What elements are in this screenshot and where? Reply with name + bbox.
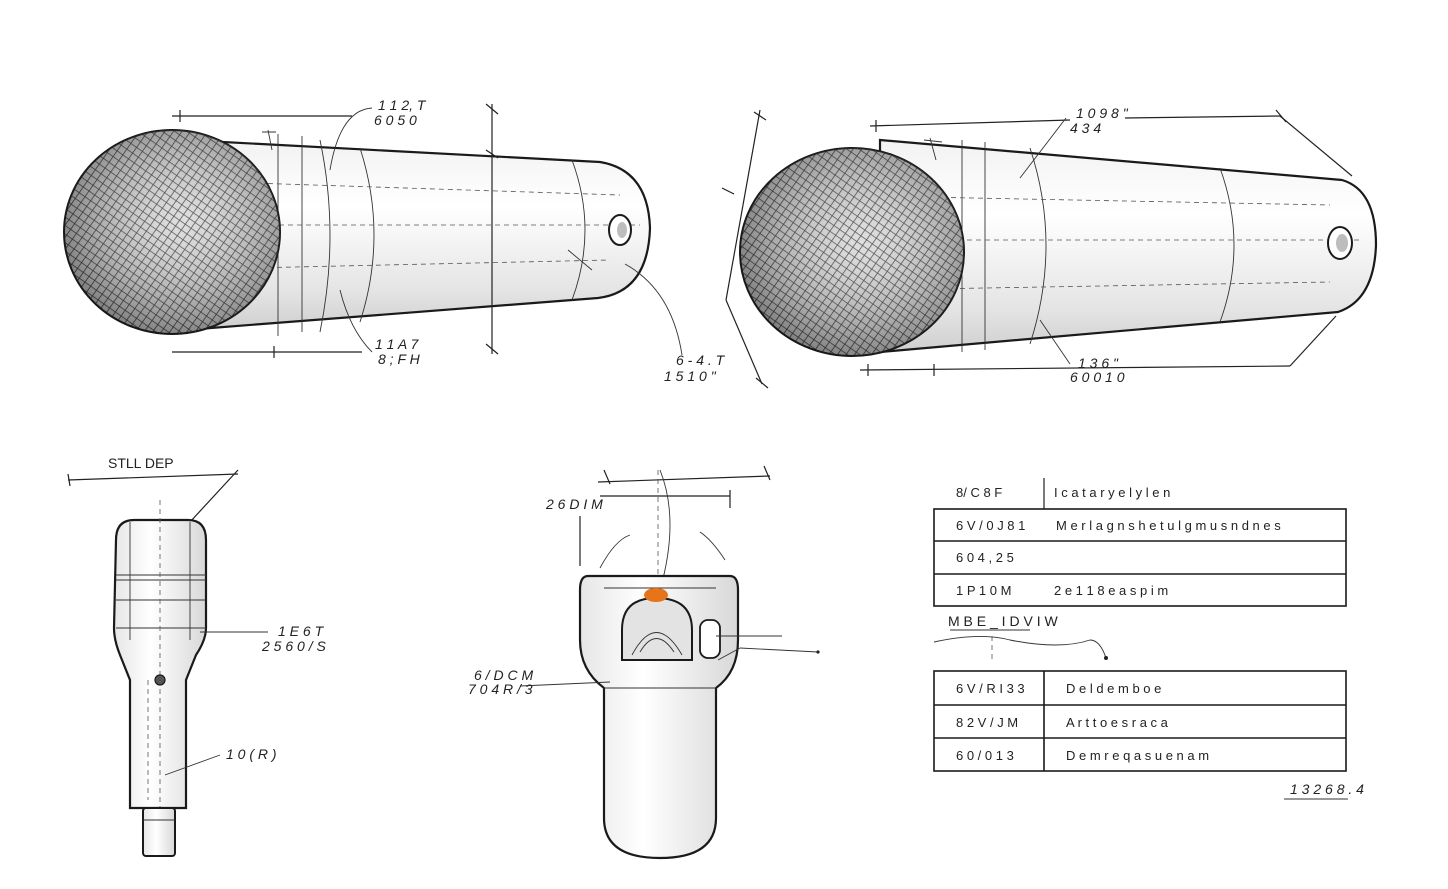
- mic-body: [878, 138, 1378, 354]
- spec-table-2: 6 V / R I 3 3 D e l d e m b o e 8 2 V / …: [933, 670, 1347, 772]
- dim-label-bottom-1: 1 1 A 7: [375, 336, 420, 352]
- spec-1-row-0-code: 8/ C 8 F: [956, 485, 1002, 500]
- spec-2-row-1-desc: A r t t o e s r a c a: [1066, 715, 1169, 730]
- mic-end-cavity: [621, 596, 693, 661]
- dim-label-top: 2 6 D I M: [545, 496, 603, 512]
- dim-label-left-2: 7 0 4 R / 3: [468, 681, 533, 697]
- spec-1-row-0-desc: I c a t a r y e l y l e n: [1054, 485, 1170, 500]
- side-elevation-view: STLL DEP 1 E 6 T 2 5 6 0 / S 1 0 ( R ): [67, 455, 326, 860]
- dim-label-bottom-2: 8 ; F H: [378, 351, 421, 367]
- spec-2-row-2-desc: D e m r e q a s u e n a m: [1066, 748, 1209, 763]
- spec-1-row-3-code: 1 P 1 0 M: [956, 583, 1011, 598]
- sheet-ref-label: 1 3 2 6 8 . 4: [1290, 781, 1364, 797]
- dim-label-top-1: 1 1 2, T: [378, 97, 427, 113]
- sheet-reference: 1 3 2 6 8 . 4: [1284, 781, 1364, 800]
- top-left-mic-view: 1 1 2, T 6 0 5 0 1 1 A 7 8 ; F H 6 - 4 .…: [63, 97, 726, 384]
- section-label: M B E _ I D V I W: [948, 613, 1058, 629]
- dim-label-left-1: 6 / D C M: [474, 667, 533, 683]
- spec-1-row-2-code: 6 0 4 , 2 5: [956, 550, 1014, 565]
- mic-end-switch: [699, 619, 721, 659]
- mic-end-indicator: [644, 588, 668, 602]
- section-callout: M B E _ I D V I W: [933, 613, 1108, 662]
- spec-1-row-3-desc: 2 e 1 1 8 e a s p i m: [1054, 583, 1168, 598]
- dim-label-mid-2: 2 5 6 0 / S: [261, 638, 326, 654]
- spec-2-row-0-code: 6 V / R I 3 3: [956, 681, 1025, 696]
- mic-body: [183, 138, 652, 332]
- spec-1-row-1-code: 6 V / 0 J 8 1: [956, 518, 1025, 533]
- dim-label-top-1: 1 0 9 8 ": [1076, 105, 1129, 121]
- dim-label-bottom-2: 6 0 0 1 0: [1070, 369, 1125, 385]
- dim-label-top-2: 4 3 4: [1070, 120, 1101, 136]
- spec-table-1: 8/ C 8 F I c a t a r y e l y l e n 6 V /…: [933, 478, 1347, 607]
- dim-label-right-2: 1 5 1 0 ": [664, 368, 717, 384]
- spec-1-row-1-desc: M e r l a g n s h e t u l g m u s n d n …: [1056, 518, 1281, 533]
- spec-2-row-1-code: 8 2 V / J M: [956, 715, 1018, 730]
- dim-label-right-1: 6 - 4 . T: [676, 352, 726, 368]
- dim-label-top-2: 6 0 5 0: [374, 112, 417, 128]
- side-view-title: STLL DEP: [108, 455, 174, 471]
- end-elevation-view: 2 6 D I M 6 / D C M 7 0 4 R / 3: [468, 465, 820, 860]
- mic-side-connector: [142, 807, 176, 857]
- dim-label-low: 1 0 ( R ): [226, 746, 277, 762]
- top-right-mic-view: 1 0 9 8 " 4 3 4 1 3 6 " 6 0 0 1 0: [721, 105, 1378, 389]
- mic-end-housing: [578, 574, 740, 860]
- spec-2-row-0-desc: D e l d e m b o e: [1066, 681, 1161, 696]
- spec-2-row-2-code: 6 0 / 0 1 3: [956, 748, 1014, 763]
- dim-label-mid-1: 1 E 6 T: [278, 623, 325, 639]
- dim-label-bottom-1: 1 3 6 ": [1078, 355, 1119, 371]
